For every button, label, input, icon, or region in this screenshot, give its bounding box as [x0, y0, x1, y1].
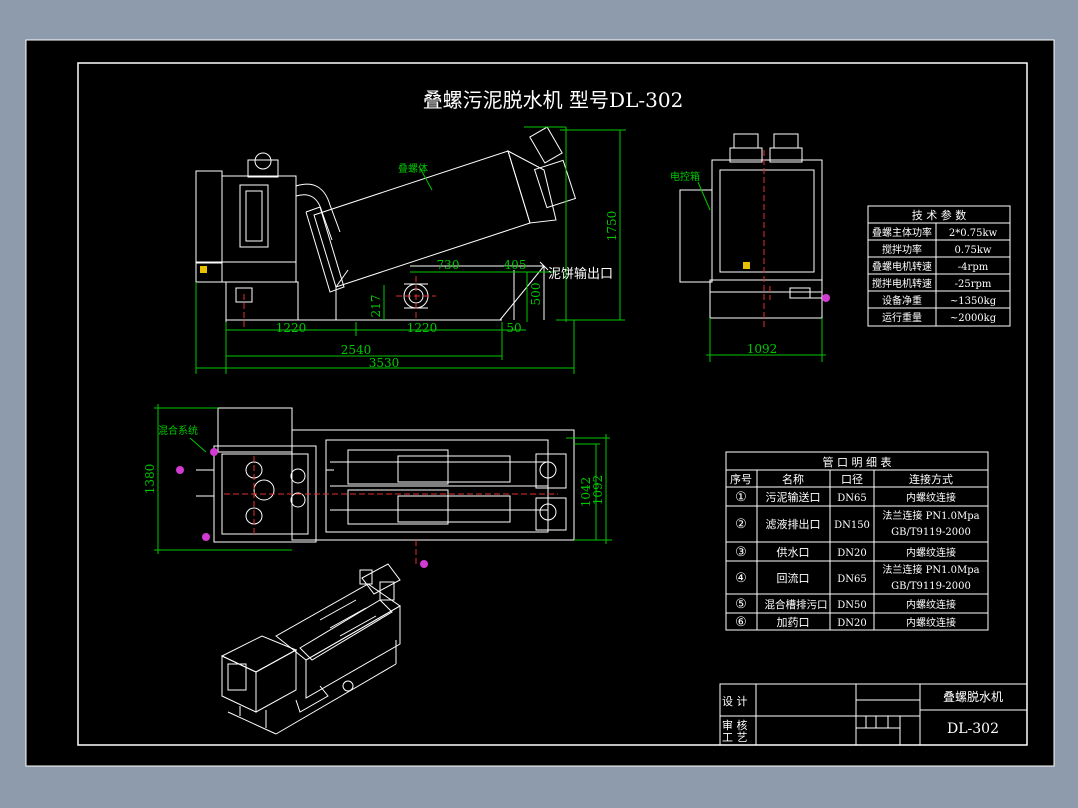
title-block-drawing-name: 叠螺脱水机 — [943, 689, 1003, 704]
dim-plan-1092: 1092 — [591, 475, 605, 506]
tech-param-name: 叠螺电机转速 — [872, 260, 932, 273]
dim-3530: 3530 — [369, 356, 400, 370]
port-marker — [176, 466, 184, 474]
side-view — [679, 133, 826, 319]
pipe-name: 加药口 — [777, 616, 810, 629]
dim-1220-right: 1220 — [407, 321, 438, 335]
pipe-no: ③ — [735, 545, 747, 560]
port-marker — [420, 560, 428, 568]
pipe-table-title: 管 口 明 细 表 — [823, 455, 892, 469]
pipe-name: 供水口 — [777, 545, 810, 559]
pipe-name: 滤液排出口 — [766, 517, 821, 531]
dim-plan-1380: 1380 — [143, 464, 157, 495]
pipe-no: ② — [735, 517, 747, 532]
side-view-dimensions — [697, 181, 826, 362]
tech-param-value: 2*0.75kw — [949, 228, 998, 239]
isometric-view — [220, 563, 401, 735]
title-block — [719, 683, 1028, 746]
pipe-dn: DN65 — [837, 574, 867, 585]
drawing-sheet — [25, 39, 1055, 767]
dim-217: 217 — [369, 295, 383, 318]
tech-param-name: 搅拌功率 — [882, 243, 922, 256]
tech-param-name: 设备净重 — [882, 294, 922, 307]
tech-params-table: 技 术 参 数 叠螺主体功率 2*0.75kw 搅拌功率 0.75kw 叠螺电机… — [867, 205, 1011, 327]
pipe-conn: 内螺纹连接 — [906, 598, 956, 611]
dim-plan-1042: 1042 — [579, 477, 593, 508]
pipe-conn: GB/T9119-2000 — [891, 581, 971, 592]
tech-params-title: 技 术 参 数 — [912, 208, 967, 222]
label-screw-body: 叠螺体 — [398, 163, 428, 175]
tech-param-value: ~1350kg — [950, 296, 997, 307]
dim-1750: 1750 — [605, 211, 619, 242]
pipe-conn: 法兰连接 PN1.0Mpa — [882, 509, 979, 522]
pipe-dn: DN150 — [834, 520, 870, 531]
title-block-process: 工 艺 — [722, 731, 748, 744]
drawing-frame — [77, 62, 1028, 746]
tech-param-value: -4rpm — [958, 262, 989, 273]
label-cake-outlet: 泥饼输出口 — [548, 266, 613, 282]
pipe-no: ① — [735, 490, 747, 505]
tech-param-name: 叠螺主体功率 — [872, 226, 932, 239]
pipe-conn: GB/T9119-2000 — [891, 527, 971, 538]
front-view-dimensions — [195, 126, 626, 374]
pipe-dn: DN65 — [837, 493, 867, 504]
pipe-name: 污泥输送口 — [766, 490, 821, 504]
dim-2540: 2540 — [341, 343, 372, 357]
label-mix-tank: 混合系统 — [158, 424, 198, 437]
label-control-box: 电控箱 — [670, 170, 700, 183]
pipe-table — [725, 451, 989, 631]
tech-param-name: 搅拌电机转速 — [872, 277, 932, 290]
pipe-dn: DN20 — [837, 618, 867, 629]
front-view — [195, 126, 577, 322]
tech-param-value: -25rpm — [955, 279, 992, 290]
pipe-name: 混合槽排污口 — [765, 598, 828, 611]
title-block-design: 设 计 — [722, 695, 748, 708]
pipe-conn: 内螺纹连接 — [906, 546, 956, 559]
pipe-no: ⑤ — [735, 597, 747, 612]
pipe-dn: DN20 — [837, 548, 867, 559]
dim-50: 50 — [506, 321, 521, 335]
dim-500: 500 — [529, 283, 543, 306]
dim-side-1092: 1092 — [747, 342, 778, 356]
pipe-table-header: 连接方式 — [909, 472, 953, 486]
pipe-table-header: 序号 — [730, 472, 752, 486]
dim-730: 730 — [437, 258, 460, 272]
pipe-conn: 法兰连接 PN1.0Mpa — [882, 563, 979, 576]
tech-param-value: 0.75kw — [955, 245, 992, 256]
dim-405: 405 — [504, 258, 527, 272]
tech-param-value: ~2000kg — [950, 313, 997, 324]
title-block-model: DL-302 — [947, 721, 999, 737]
pipe-conn: 内螺纹连接 — [906, 491, 956, 504]
pipe-dn: DN50 — [837, 600, 867, 611]
tech-param-name: 运行重量 — [882, 311, 922, 324]
dim-1220-left: 1220 — [276, 321, 307, 335]
pipe-name: 回流口 — [777, 571, 810, 585]
plan-view-dimensions — [154, 404, 612, 554]
title-block-review: 审 核 — [722, 718, 748, 732]
port-marker — [210, 448, 218, 456]
pipe-no: ④ — [735, 571, 747, 586]
pipe-table-header: 口径 — [841, 473, 863, 486]
pipe-no: ⑥ — [735, 615, 747, 630]
drawing-title: 叠螺污泥脱水机 型号DL-302 — [423, 88, 684, 112]
port-marker — [202, 533, 210, 541]
pipe-table-header: 名称 — [782, 472, 804, 486]
plan-port-markers — [176, 448, 428, 568]
pipe-conn: 内螺纹连接 — [906, 616, 956, 629]
